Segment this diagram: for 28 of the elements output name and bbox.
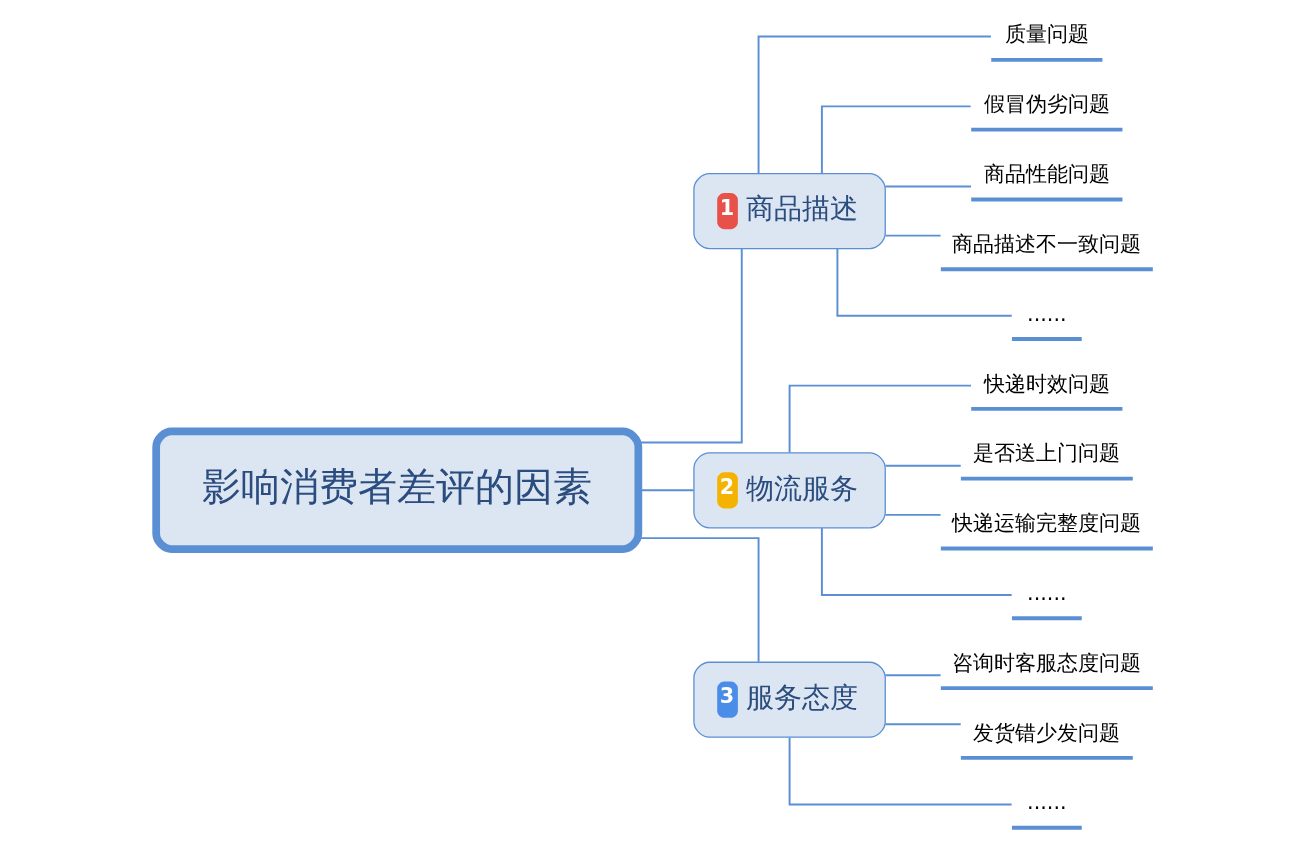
connector [820,105,972,175]
connector [788,384,972,454]
connector [884,234,942,237]
connector [757,35,992,175]
node-text: 商品性能问题 [983,162,1110,187]
connector [884,185,972,188]
node-text: 发货错少发问题 [973,720,1121,745]
connector [836,247,1013,317]
node-text: 快递时效问题 [983,371,1110,396]
node-text: 假冒伪劣问题 [983,92,1110,117]
node-box: 1 商品描述 [693,172,886,250]
node-box: 2 物流服务 [693,452,886,529]
connector [884,464,962,467]
connector [788,736,1013,806]
node-text: ...... [1027,301,1067,326]
connector [884,513,942,516]
node-text: 是否送上门问题 [973,441,1121,466]
connector [884,723,962,726]
connector [884,674,942,677]
connector [820,527,1013,596]
node-text: 咨询时客服态度问题 [952,650,1142,675]
node-box: 影响消费者差评的因素 [152,427,643,553]
node-text: 快递运输完整度问题 [952,511,1142,536]
node-box: 3 服务态度 [693,661,886,738]
node-text: 商品描述不一致问题 [952,231,1142,256]
node-text: 质量问题 [1004,22,1089,47]
node-text: ...... [1027,790,1067,815]
node-text: ...... [1027,580,1067,605]
